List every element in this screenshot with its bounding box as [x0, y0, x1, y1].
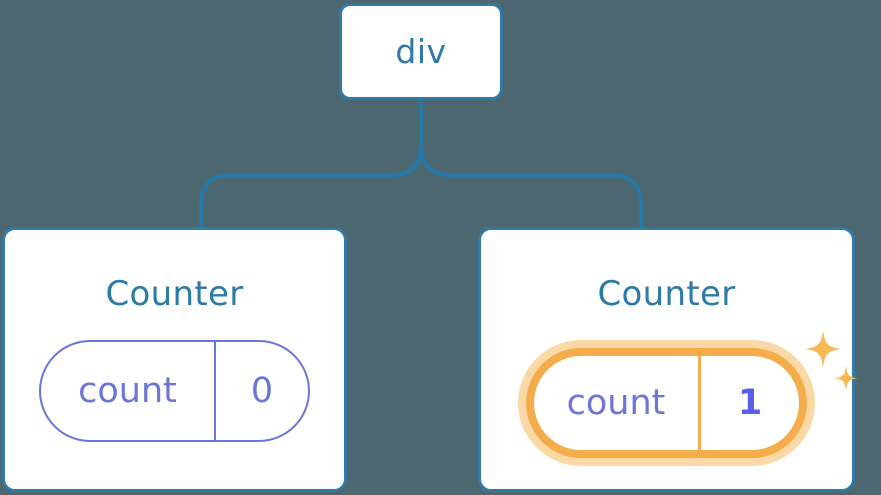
state-pill-left-key: count: [41, 342, 216, 440]
state-pill-left-value: 0: [250, 371, 274, 411]
node-counter-right-title: Counter: [597, 274, 736, 314]
sparkle-large-icon: [805, 330, 841, 368]
state-pill-right-value: 1: [737, 383, 763, 423]
node-div-label: div: [395, 32, 447, 71]
state-pill-right-content: count 1: [534, 356, 799, 450]
state-pill-right[interactable]: count 1: [518, 340, 815, 466]
sparkle-small-icon: [834, 366, 858, 391]
state-pill-right-wrapper: count 1: [518, 330, 858, 466]
node-counter-right[interactable]: Counter count 1: [478, 227, 858, 492]
state-pill-right-ring: count 1: [526, 348, 807, 458]
state-pill-left[interactable]: count 0: [39, 340, 310, 442]
connector-to-left-child: [199, 98, 423, 234]
node-div[interactable]: div: [339, 3, 503, 100]
connector-to-right-child: [419, 98, 643, 234]
state-pill-right-key: count: [534, 356, 701, 450]
node-counter-left[interactable]: Counter count 0: [2, 227, 347, 492]
state-pill-left-wrapper: count 0: [39, 340, 310, 442]
node-counter-left-title: Counter: [105, 274, 244, 314]
